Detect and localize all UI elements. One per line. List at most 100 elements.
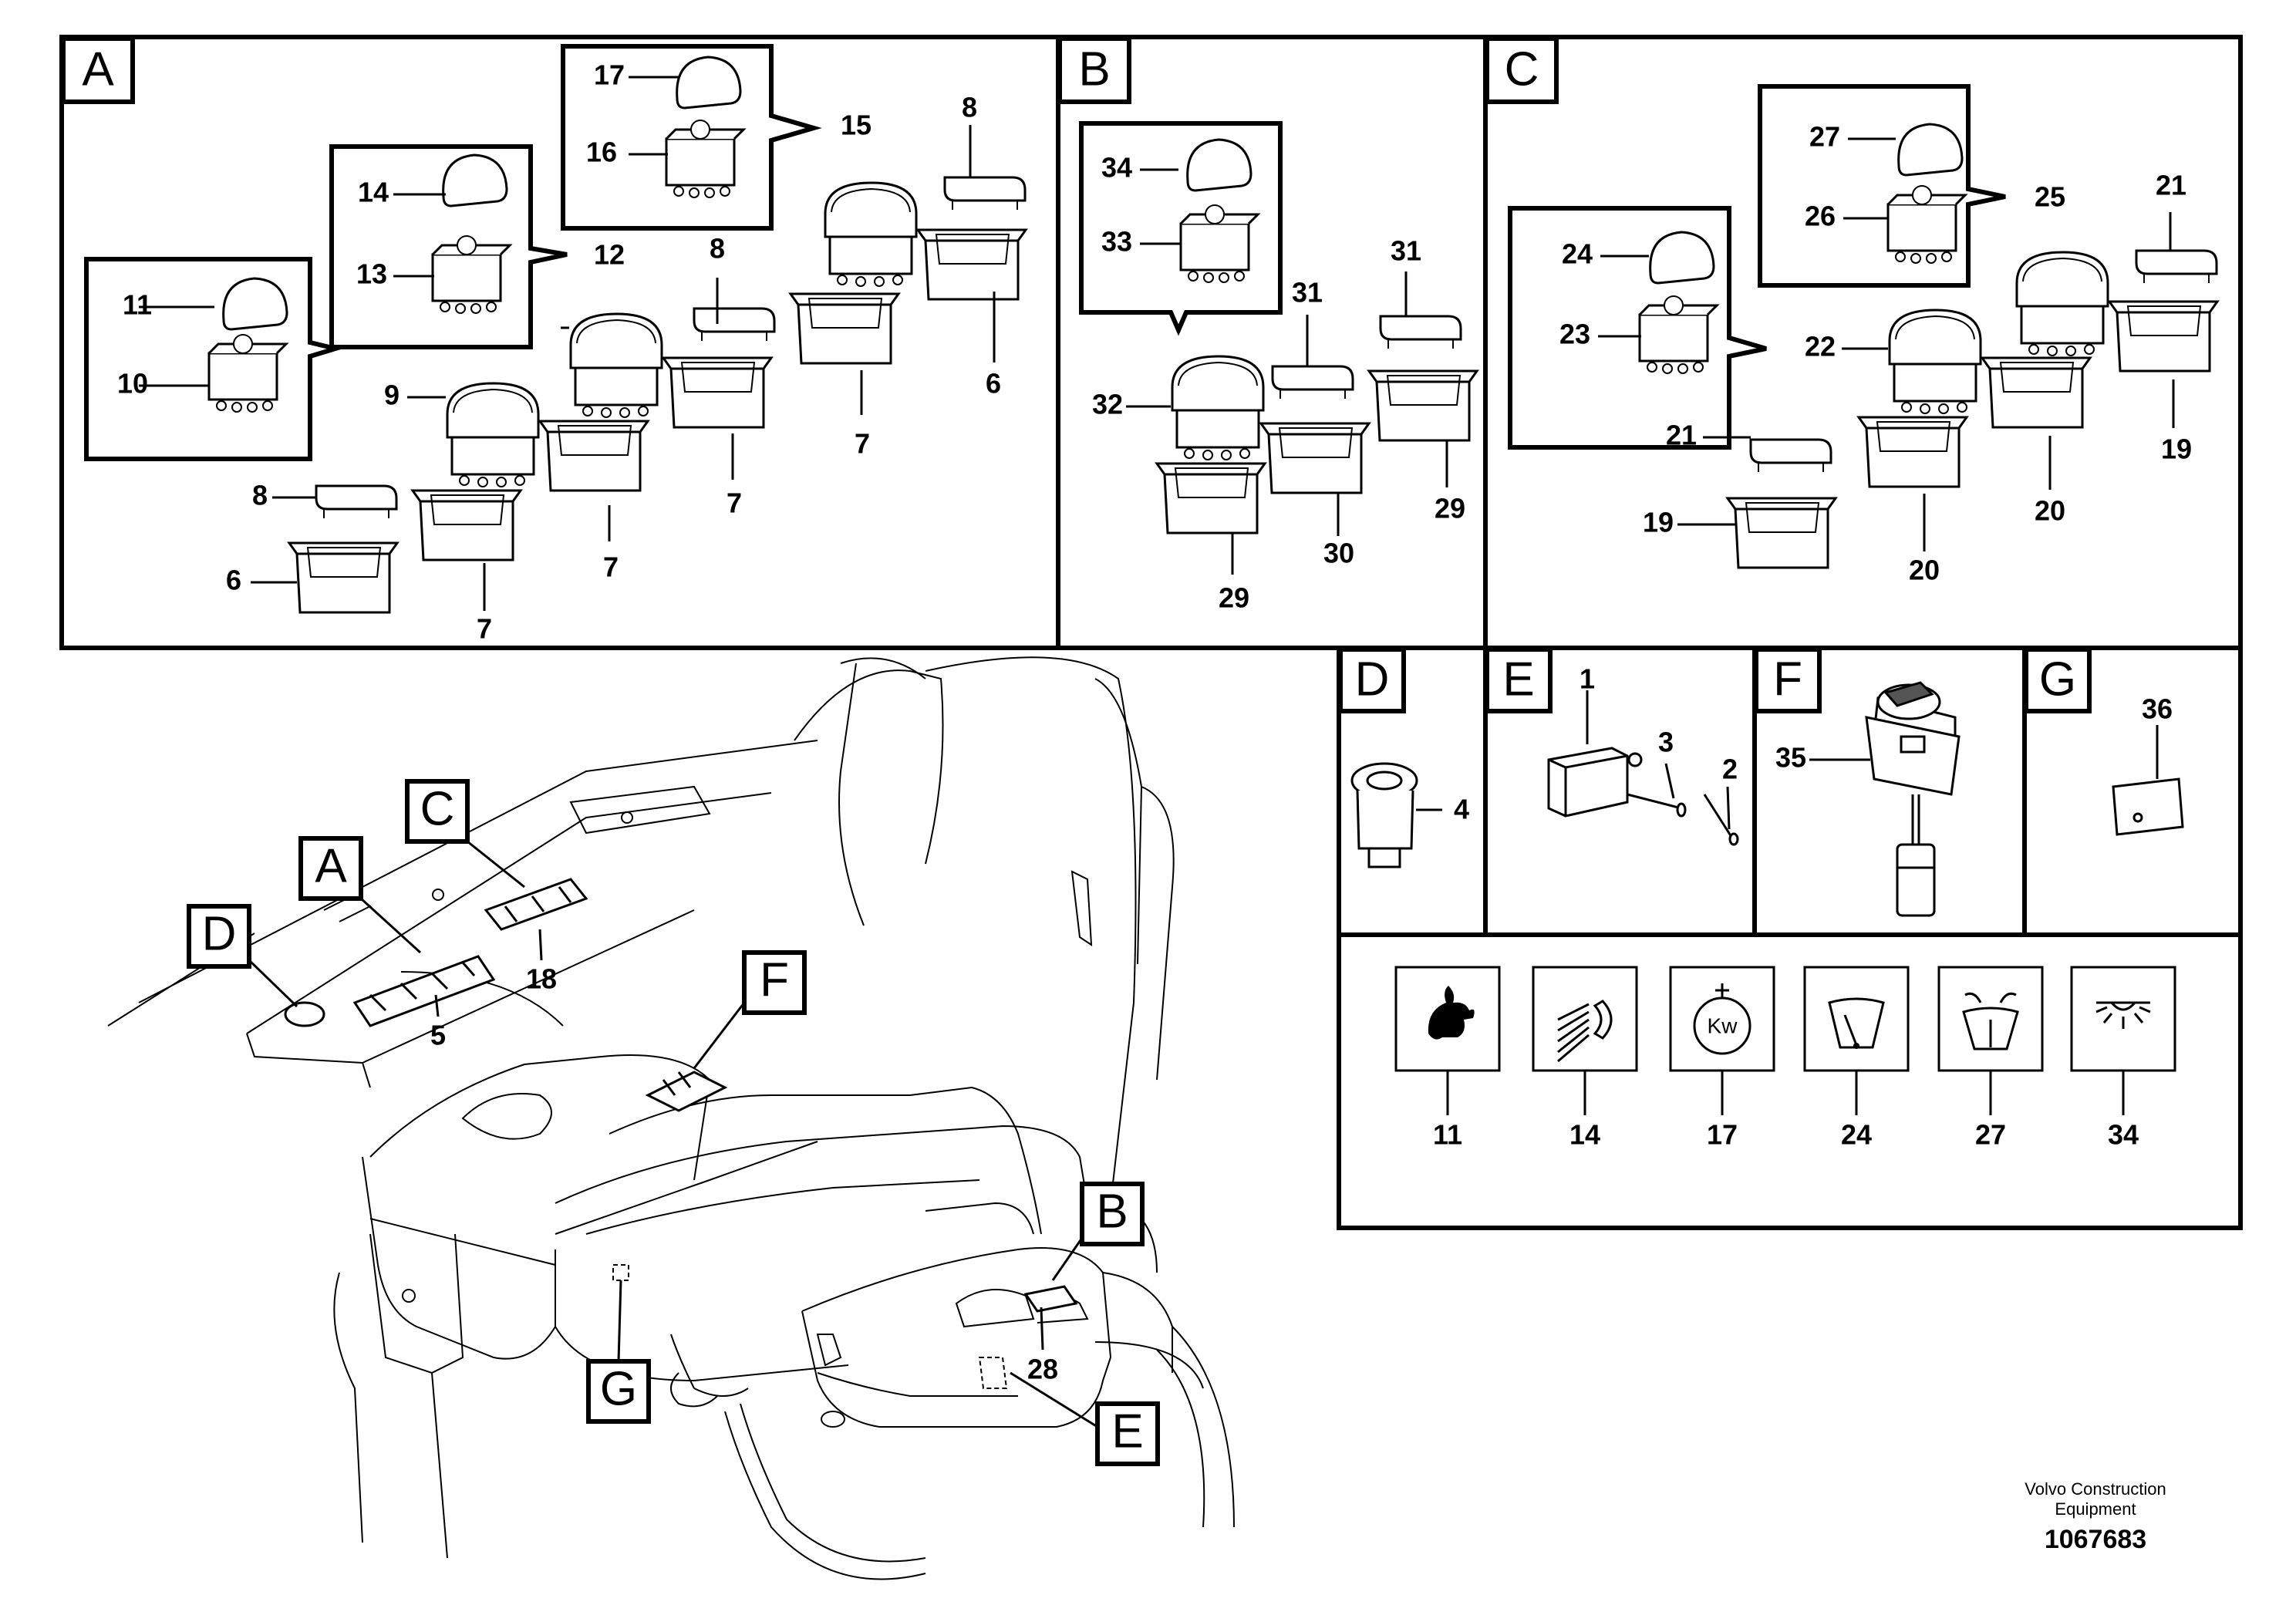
callout-F: F	[693, 950, 807, 1069]
part-number-label: 17	[594, 59, 625, 91]
part-number-label: 14	[1569, 1119, 1600, 1151]
section-letter: D	[1355, 653, 1390, 706]
part-number-label: 22	[1805, 331, 1836, 363]
section-letter: C	[420, 782, 455, 835]
section-label-C: C	[1485, 36, 1559, 104]
section-letter: G	[2039, 653, 2076, 706]
section-e-sensor: 1 3 2	[1547, 663, 1739, 846]
rabbit-icon: 11	[1394, 966, 1501, 1151]
section-letter: A	[315, 839, 347, 892]
part-number-label: 5	[430, 1020, 446, 1051]
part-number-label: 7	[477, 613, 492, 645]
section-label-G: G	[2024, 647, 2092, 713]
part-number-label: 16	[586, 137, 617, 168]
section-letter: C	[1505, 42, 1539, 96]
wiper-icon: 24	[1803, 966, 1910, 1151]
part-number-label: 34	[2108, 1119, 2139, 1151]
part-number-label: 13	[356, 258, 387, 290]
section-label-A: A	[61, 36, 135, 104]
part-number-label: 9	[384, 379, 400, 411]
section-letter: E	[1502, 653, 1534, 706]
part-number-label: 20	[1909, 555, 1940, 586]
part-number-label: 6	[986, 368, 1001, 400]
part-number-label: 19	[1643, 507, 1674, 538]
main-part-labels: 5 18 28	[430, 929, 1058, 1385]
section-letter: B	[1096, 1185, 1128, 1238]
kw-power-icon: Kw 17	[1669, 966, 1775, 1151]
section-letter: A	[82, 42, 114, 96]
callout-G: G	[586, 1280, 651, 1424]
part-number-label: 31	[1292, 277, 1323, 309]
section-label-B: B	[1057, 36, 1131, 104]
section-c-parts: 24 23 27 26 25 22 21 21 19 19 20 20	[1508, 84, 2219, 586]
section-label-D: D	[1338, 647, 1406, 713]
section-letter: D	[202, 907, 237, 960]
part-number-label: 24	[1562, 238, 1593, 270]
part-number-label: 7	[603, 551, 619, 583]
part-number-label: 20	[2035, 495, 2065, 527]
section-letter: F	[760, 953, 789, 1007]
part-number-label: 4	[1454, 794, 1469, 825]
part-number-label: 29	[1219, 582, 1249, 614]
part-number-label: 24	[1841, 1119, 1872, 1151]
section-letter: F	[1773, 653, 1802, 706]
brand-line-1: Volvo Construction	[2025, 1479, 2166, 1499]
part-number-label: 35	[1775, 742, 1806, 774]
part-number-label: 7	[727, 487, 742, 519]
part-number-label: 21	[1666, 420, 1697, 451]
drawing-number: 1067683	[2045, 1525, 2146, 1554]
part-number-label: 27	[1809, 121, 1840, 153]
cab-seat-illustration	[107, 656, 1235, 1580]
washer-icon: 27	[1937, 966, 2044, 1151]
part-number-label: 28	[1027, 1354, 1058, 1385]
part-number-label: 3	[1658, 727, 1674, 758]
part-number-label: 19	[2161, 433, 2192, 465]
part-number-label: 30	[1323, 538, 1354, 569]
symbol-legend: 11 14 Kw 17 24	[1394, 966, 2176, 1151]
part-number-label: 15	[841, 110, 872, 141]
part-number-label: 8	[252, 480, 268, 511]
section-f-rotary-switch: 35	[1775, 681, 1961, 917]
part-number-label: 33	[1101, 226, 1132, 258]
part-number-label: 27	[1975, 1119, 2006, 1151]
callout-C: C	[405, 779, 525, 889]
part-number-label: 34	[1101, 152, 1132, 184]
part-number-label: 11	[123, 289, 152, 321]
brand-line-2: Equipment	[2055, 1499, 2136, 1519]
section-letter: B	[1078, 42, 1110, 96]
kw-label: Kw	[1708, 1013, 1738, 1037]
part-number-label: 12	[594, 239, 625, 271]
callout-E: E	[1010, 1371, 1160, 1466]
section-letter: G	[600, 1362, 637, 1415]
part-number-label: 29	[1435, 493, 1465, 524]
cab-light-icon: 34	[2070, 966, 2176, 1151]
part-number-label: 21	[2156, 170, 2186, 201]
part-number-label: 7	[855, 428, 870, 460]
part-number-label: 23	[1559, 319, 1590, 350]
part-number-label: 14	[358, 177, 389, 208]
part-number-label: 17	[1707, 1119, 1738, 1151]
part-number-label: 11	[1433, 1119, 1462, 1151]
part-number-label: 8	[962, 92, 977, 123]
part-number-label: 18	[526, 963, 557, 995]
part-number-label: 6	[226, 565, 241, 596]
section-d-socket: 4	[1350, 762, 1469, 868]
section-label-E: E	[1485, 647, 1553, 713]
work-light-icon: 14	[1532, 966, 1638, 1151]
section-letter: E	[1111, 1404, 1143, 1458]
part-number-label: 8	[710, 233, 725, 265]
part-number-label: 2	[1722, 754, 1738, 785]
part-number-label: 10	[117, 368, 148, 400]
part-number-label: 31	[1391, 235, 1421, 267]
callout-D: D	[187, 904, 298, 1008]
callout-B: B	[1051, 1182, 1145, 1281]
part-number-label: 32	[1092, 389, 1123, 420]
part-number-label: 25	[2035, 181, 2065, 213]
section-b-parts: 34 33 32 29 29 31 31 30	[1079, 121, 1478, 614]
section-a-parts: 11 10 14 13 17 16 9 12 15 8 8 8 6 6 7 7 …	[84, 44, 1027, 645]
part-number-label: 36	[2142, 693, 2173, 725]
part-number-label: 1	[1580, 663, 1595, 695]
footer: Volvo Construction Equipment 1067683	[2025, 1479, 2166, 1554]
section-g-plate: 36	[2112, 693, 2184, 836]
